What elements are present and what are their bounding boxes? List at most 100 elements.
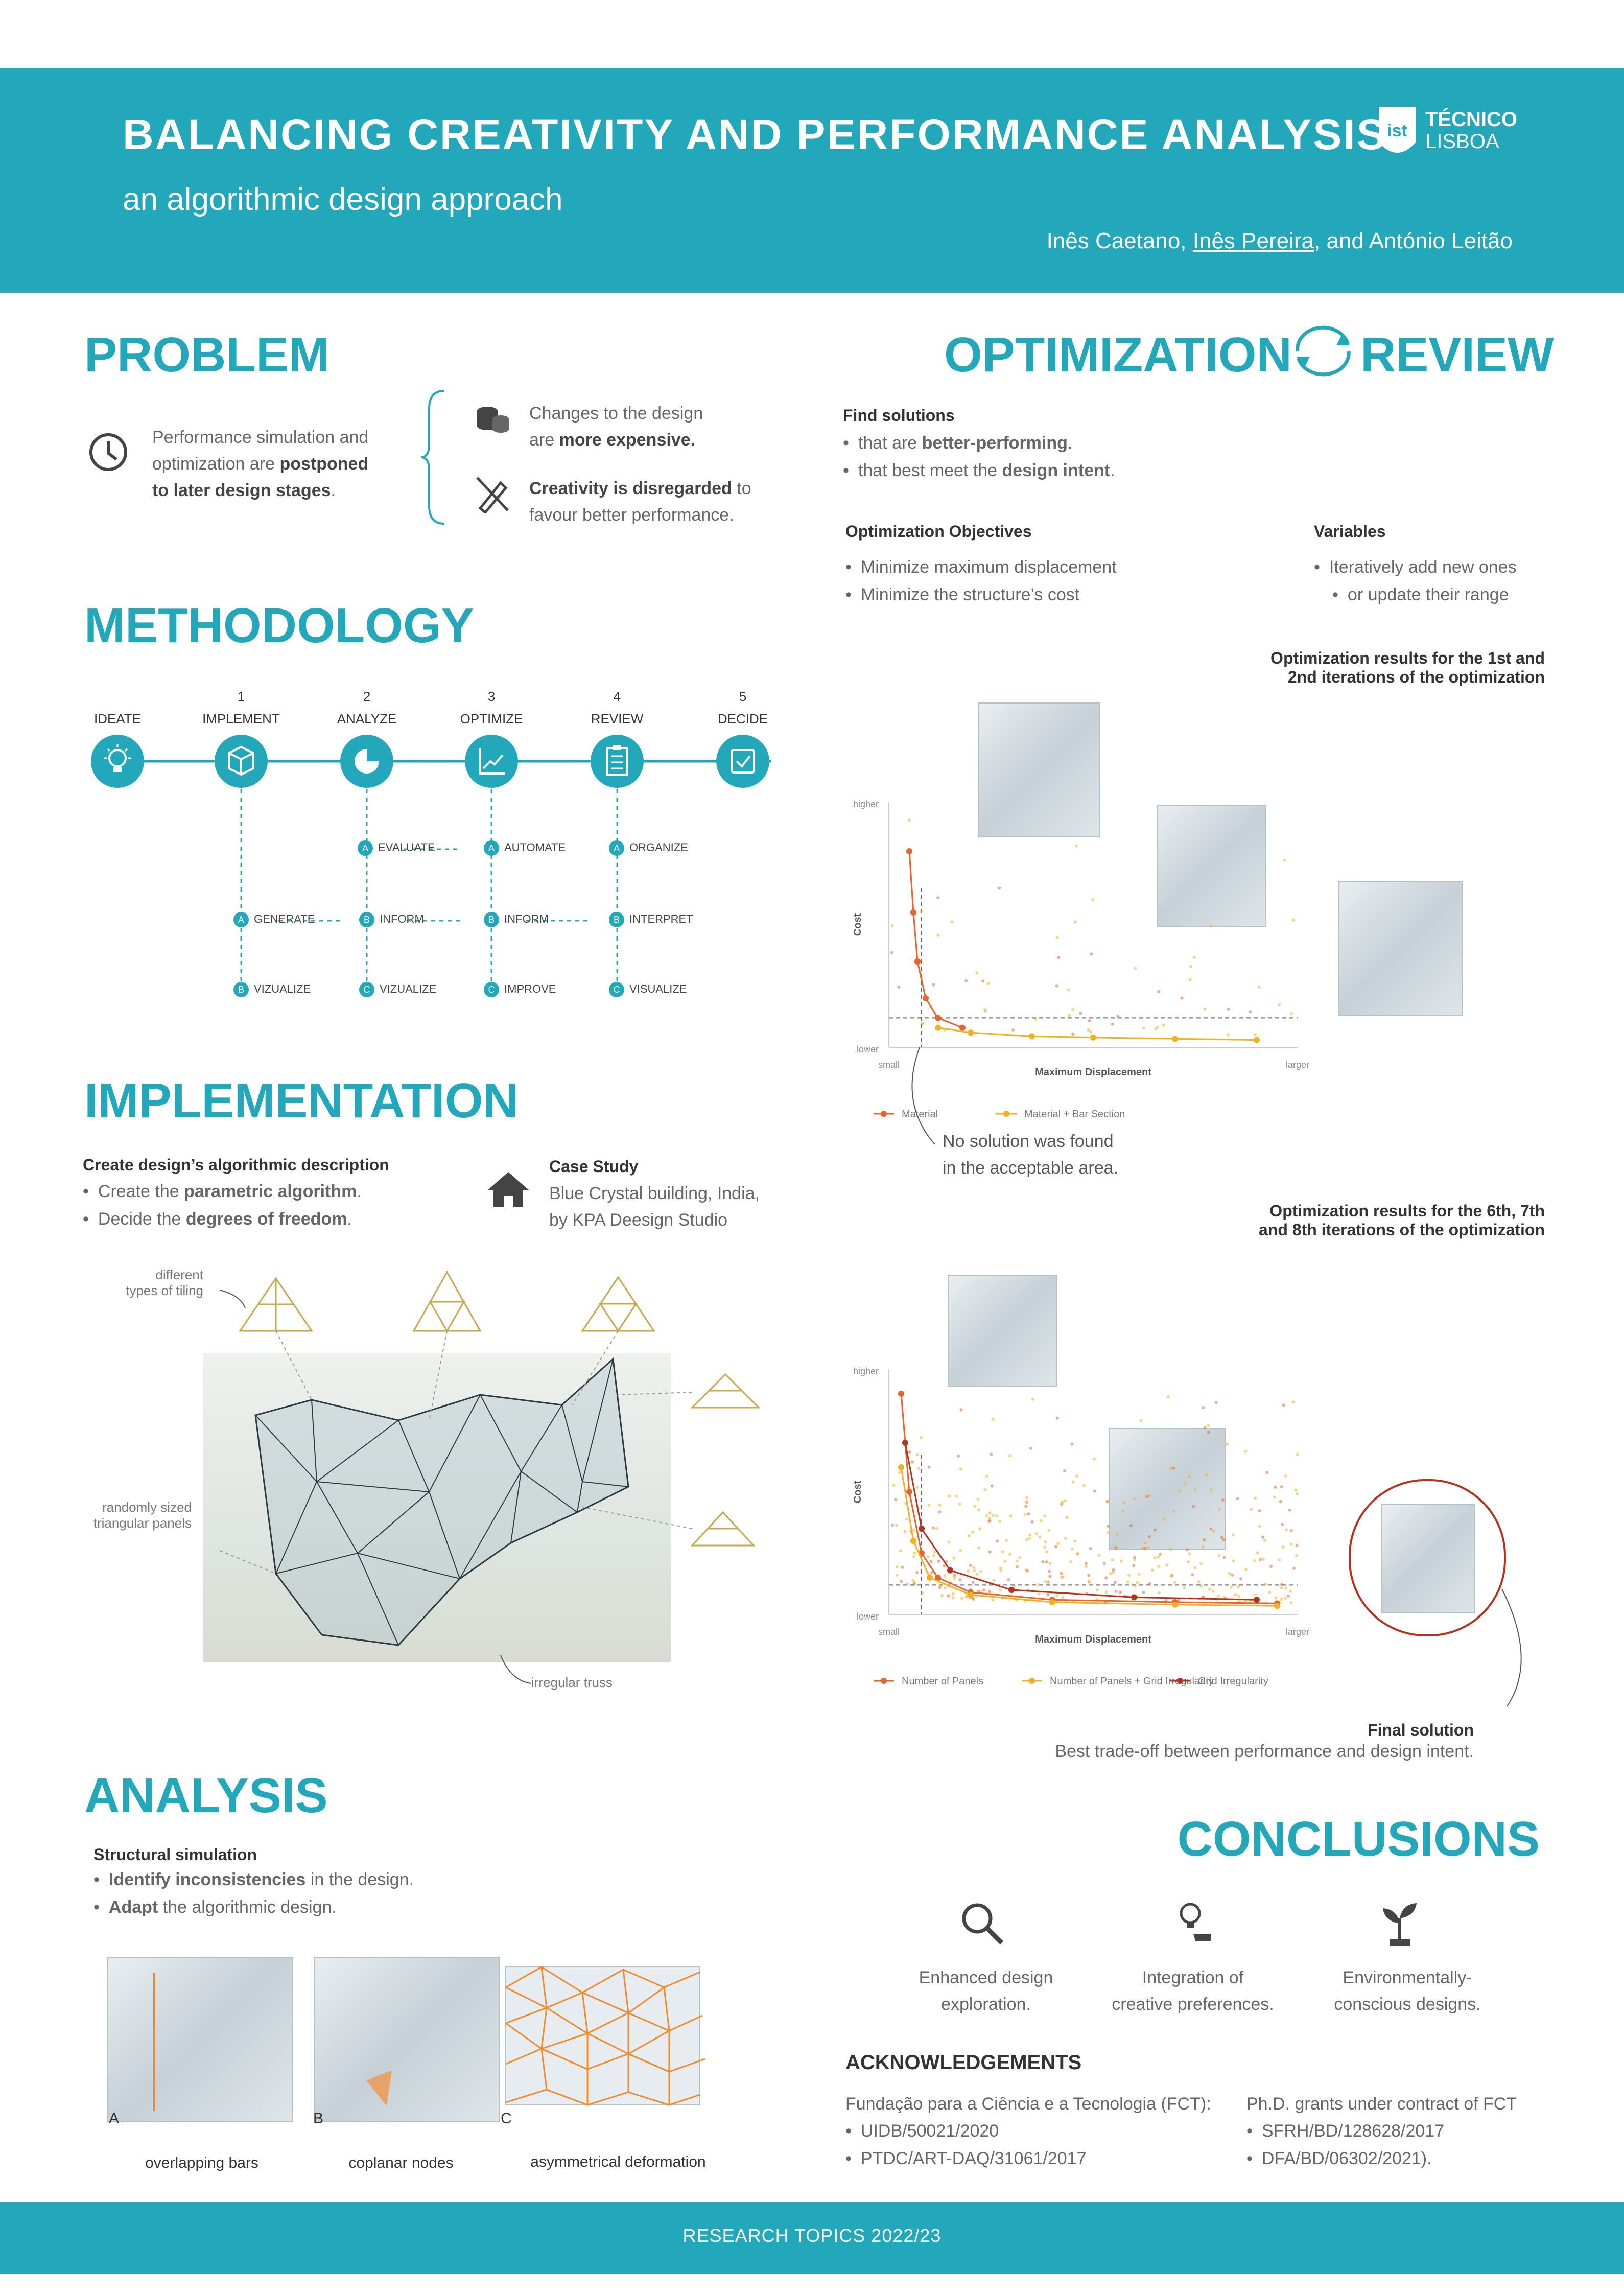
scatter-point bbox=[894, 1498, 898, 1502]
scatter-point bbox=[1197, 1580, 1201, 1584]
scatter-point bbox=[1016, 1565, 1019, 1568]
idea-hand-icon bbox=[1180, 1903, 1211, 1941]
scatter-point bbox=[1137, 1573, 1141, 1576]
scatter-point bbox=[905, 1517, 908, 1521]
scatter-point bbox=[1256, 1551, 1259, 1555]
problem-left-bold1: postponed bbox=[279, 454, 369, 474]
scatter-point bbox=[1162, 1518, 1166, 1521]
scatter-point bbox=[1178, 1489, 1181, 1493]
scatter-point bbox=[987, 1590, 991, 1594]
scatter-point bbox=[1230, 1585, 1233, 1589]
scatter-point bbox=[957, 1454, 960, 1458]
scatter-point bbox=[1065, 1516, 1069, 1519]
scatter-point bbox=[1054, 1545, 1058, 1549]
scatter-point bbox=[932, 1550, 936, 1554]
chart2-title-line2: and 8th iterations of the optimization bbox=[1259, 1221, 1545, 1239]
facade-diagram bbox=[219, 1270, 761, 1684]
scatter-point bbox=[991, 1514, 995, 1517]
scatter-point bbox=[977, 1546, 980, 1550]
scatter-point bbox=[929, 1560, 933, 1563]
scatter-point bbox=[991, 1418, 995, 1421]
scatter-point bbox=[1228, 1572, 1231, 1575]
scatter-point bbox=[1093, 1489, 1096, 1493]
scatter-point bbox=[1254, 1593, 1257, 1597]
scatter-point bbox=[1294, 1488, 1298, 1492]
scatter-point bbox=[1087, 1574, 1091, 1577]
stage-label-analyze: ANALYZE bbox=[337, 711, 397, 727]
scatter-point bbox=[1199, 1584, 1203, 1588]
stage-label-decide: DECIDE bbox=[717, 711, 768, 727]
coins-icon bbox=[477, 407, 509, 433]
analyze-node bbox=[340, 735, 393, 788]
scatter-point bbox=[1015, 1559, 1019, 1563]
scatter-point bbox=[1192, 956, 1196, 959]
scatter-point bbox=[1013, 1585, 1016, 1589]
series-point bbox=[968, 1029, 974, 1036]
scatter-point bbox=[1025, 1496, 1029, 1500]
chart1-title-line1: Optimization results for the 1st and bbox=[1270, 649, 1545, 667]
scatter-point bbox=[977, 1508, 981, 1512]
scatter-point bbox=[992, 1579, 996, 1582]
y-tick-label: higher bbox=[853, 1366, 879, 1376]
text: . bbox=[1110, 461, 1115, 480]
methodology-title: METHODOLOGY bbox=[84, 598, 474, 653]
problem-left-text: Performance simulation and optimization … bbox=[152, 424, 418, 504]
problem-right2: Creativity is disregarded to favour bett… bbox=[529, 475, 795, 528]
header-banner bbox=[0, 68, 1624, 293]
legend-label: Number of Panels bbox=[902, 1676, 983, 1687]
text-bold: Adapt bbox=[108, 1897, 158, 1917]
scatter-point bbox=[1028, 1533, 1032, 1537]
scatter-point bbox=[1074, 844, 1078, 848]
scatter-point bbox=[915, 1453, 919, 1457]
scatter-point bbox=[938, 1510, 942, 1514]
lightbulb-icon bbox=[104, 744, 131, 772]
scatter-point bbox=[1202, 1545, 1205, 1549]
series-point bbox=[910, 1538, 916, 1544]
scatter-point bbox=[972, 1566, 976, 1569]
series-point bbox=[919, 1526, 925, 1532]
scatter-point bbox=[938, 1503, 942, 1507]
text-bold: better-performing bbox=[922, 433, 1068, 453]
scatter-point bbox=[1115, 1533, 1119, 1536]
scatter-point bbox=[958, 1578, 962, 1582]
scatter-point bbox=[948, 1494, 951, 1498]
case-study-title: Case Study bbox=[549, 1157, 639, 1176]
scatter-point bbox=[1192, 1505, 1195, 1508]
scatter-point bbox=[1169, 1575, 1173, 1578]
scatter-point bbox=[1189, 965, 1193, 968]
decide-node bbox=[716, 735, 769, 788]
step-badge: A bbox=[233, 912, 249, 927]
implement-node bbox=[215, 735, 268, 788]
chart1-render-high bbox=[978, 702, 1100, 837]
scatter-point bbox=[1113, 1545, 1117, 1549]
scatter-point bbox=[1044, 1540, 1047, 1543]
scatter-point bbox=[1150, 1568, 1154, 1572]
scatter-point bbox=[931, 1526, 935, 1530]
scatter-point bbox=[973, 1505, 977, 1508]
scatter-point bbox=[1048, 1562, 1052, 1565]
scatter-point bbox=[959, 1408, 963, 1412]
scatter-point bbox=[915, 1486, 919, 1489]
step-label: VIZUALIZE bbox=[254, 982, 311, 995]
scatter-point bbox=[990, 1484, 994, 1488]
scatter-point bbox=[1055, 1416, 1059, 1420]
scatter-point bbox=[1082, 1484, 1086, 1487]
scatter-point bbox=[1187, 1560, 1190, 1564]
final-solution-render bbox=[1381, 1504, 1475, 1613]
step-badge: C bbox=[609, 982, 624, 997]
scatter-point bbox=[947, 1540, 951, 1544]
scatter-point bbox=[1285, 1528, 1288, 1532]
scatter-point bbox=[967, 1569, 970, 1573]
scatter-point bbox=[1133, 1497, 1136, 1501]
scatter-point bbox=[998, 1519, 1002, 1523]
series-point bbox=[906, 848, 912, 854]
scatter-point bbox=[1071, 1480, 1075, 1484]
scatter-point bbox=[953, 1577, 957, 1580]
